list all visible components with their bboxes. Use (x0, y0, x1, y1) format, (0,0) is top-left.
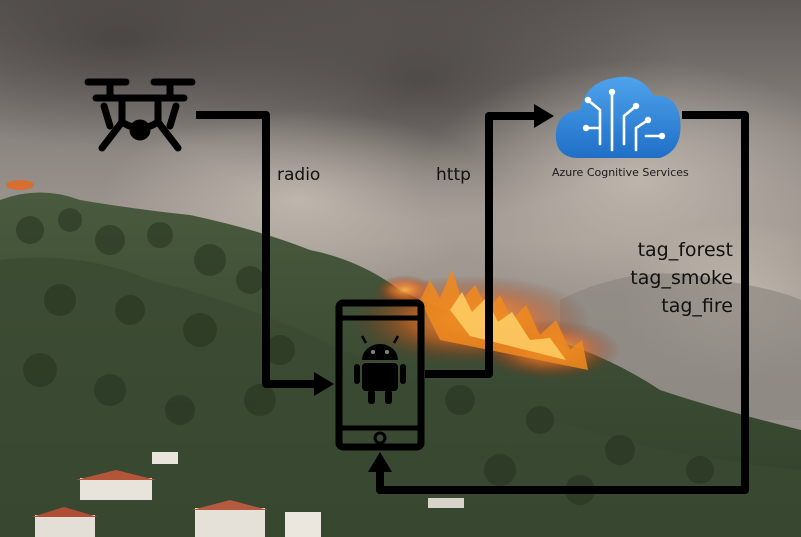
arrowhead-return-to-phone (368, 452, 392, 472)
arrowhead-to-cloud (534, 104, 554, 128)
tag-smoke: tag_smoke (630, 267, 733, 289)
azure-cognitive-services-cloud-icon (555, 76, 681, 158)
arrowhead-to-phone (314, 372, 334, 396)
smartphone-icon (335, 299, 425, 451)
azure-service-label: Azure Cognitive Services (552, 166, 689, 179)
drone-icon (84, 78, 196, 152)
arrow-phone-to-cloud (425, 112, 536, 378)
arrow-drone-to-phone (196, 111, 316, 388)
radio-link-label: radio (277, 165, 321, 185)
arrow-cloud-to-phone (376, 111, 749, 494)
tag-fire: tag_fire (661, 295, 733, 317)
android-icon (354, 335, 406, 404)
http-link-label: http (436, 165, 471, 185)
tag-list: tag_forest tag_smoke tag_fire (630, 236, 733, 320)
tag-forest: tag_forest (637, 239, 733, 261)
